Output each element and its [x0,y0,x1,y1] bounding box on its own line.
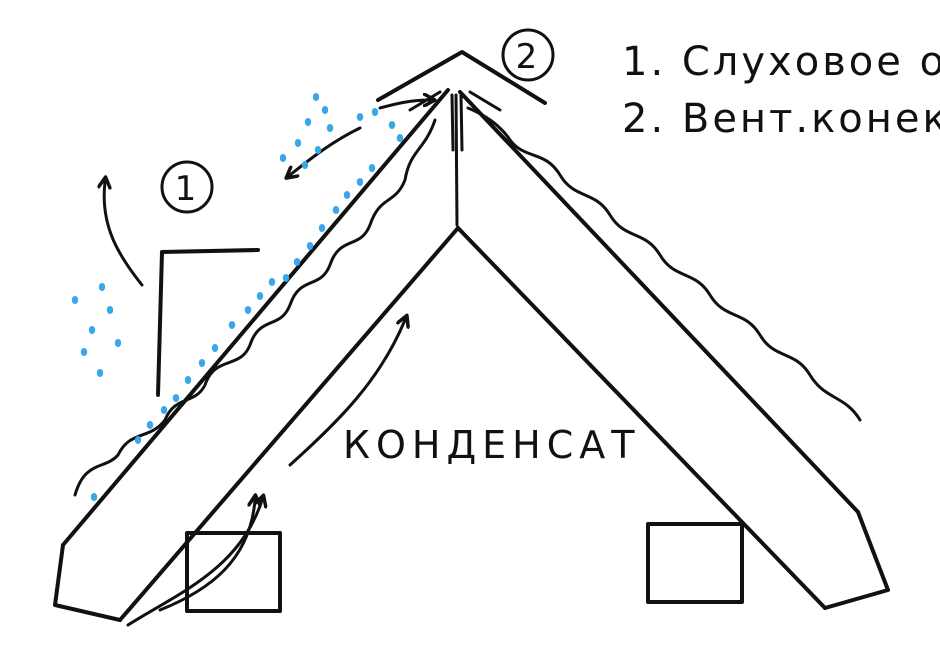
droplet-icon [160,406,168,414]
arrow-icon [290,126,362,175]
dormer-window [156,248,260,397]
droplet-icon [293,258,301,266]
ridge-gap [450,93,464,152]
droplet-icon [96,369,104,377]
right-support-box [646,522,744,604]
badge-ridge-number: 2 [516,37,541,77]
droplet-icon [279,154,287,162]
droplet-icon [396,134,404,142]
droplet-icon [318,224,326,232]
droplet-icon [268,278,276,286]
droplet-icon [184,376,192,384]
droplet-icon [368,164,376,172]
droplet-icon [312,93,320,101]
arrow-icon [158,500,255,612]
right-roof-slope [456,90,890,610]
droplet-icon [306,242,314,250]
droplet-icon [304,118,312,126]
droplet-icon [211,344,219,352]
arrow-icon [126,500,262,627]
droplet-icon [326,124,334,132]
droplet-icon [88,326,96,334]
droplet-icon [146,421,154,429]
droplet-icon [356,178,364,186]
left-support-box [185,531,282,613]
droplet-icon [106,306,114,314]
badge-ridge: 2 [501,28,555,82]
legend-item-ridge: 2. Вент.конек [622,96,940,142]
droplet-icon [294,139,302,147]
arrow-icon [288,320,405,467]
badge-dormer: 1 [160,160,214,214]
arrow-icon [104,182,144,287]
droplet-icon [256,292,264,300]
left-roofing-wave [73,118,437,497]
droplet-icon [314,146,322,154]
droplet-icon [301,161,309,169]
droplet-icon [356,113,364,121]
droplet-icon [134,436,142,444]
droplet-icon [71,296,79,304]
badge-dormer-number: 1 [175,169,200,209]
arrow-icon [378,100,430,110]
droplet-icon [172,394,180,402]
droplet-icon [343,191,351,199]
droplet-icon [98,283,106,291]
droplet-icon [114,339,122,347]
droplet-icon [244,306,252,314]
condensate-label: КОНДЕНСАТ [343,423,640,467]
droplet-icon [198,359,206,367]
droplet-icon [321,106,329,114]
right-roofing-wave [466,106,862,422]
droplet-icon [282,274,290,282]
airflow-arrows [104,100,430,627]
droplet-icon [332,206,340,214]
ridge-seam [454,93,459,227]
condensate-droplets [71,93,404,501]
droplet-icon [388,121,396,129]
left-roof-slope [53,88,460,622]
droplet-icon [228,321,236,329]
legend-item-dormer: 1. Слуховое окно [622,39,940,85]
droplet-icon [371,108,379,116]
droplet-icon [80,348,88,356]
droplet-icon [90,493,98,501]
